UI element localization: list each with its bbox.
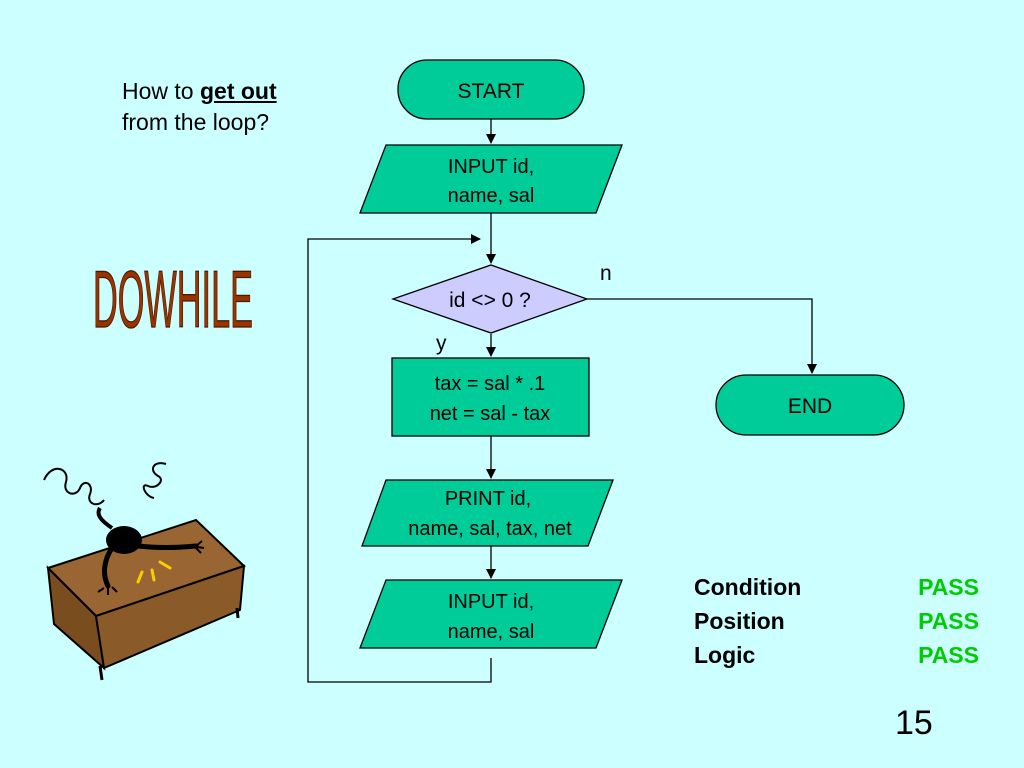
input2-line1: INPUT id, <box>448 591 534 613</box>
branch-no-label: n <box>600 262 612 285</box>
branch-yes-label: y <box>436 332 447 355</box>
start-terminator: START <box>397 59 585 120</box>
input-block-2: INPUT id, name, sal <box>359 579 623 649</box>
input1-line1: INPUT id, <box>448 156 534 178</box>
frustration-squiggle-left <box>43 468 105 506</box>
input1-line2: name, sal <box>448 185 535 207</box>
process-line2: net = sal - tax <box>430 403 551 425</box>
print-block: PRINT id, name, sal, tax, net <box>361 479 614 547</box>
process-block: tax = sal * .1 net = sal - tax <box>391 357 590 437</box>
result-status-logic: PASS <box>918 642 979 668</box>
input2-line2: name, sal <box>448 621 535 643</box>
question-prefix: How to <box>122 78 200 104</box>
frustrated-person-clipart <box>43 462 246 681</box>
result-label-logic: Logic <box>694 642 756 668</box>
result-label-position: Position <box>694 608 785 634</box>
result-status-position: PASS <box>918 608 979 634</box>
impact-marks <box>136 560 172 584</box>
end-terminator: END <box>715 374 905 436</box>
result-label-condition: Condition <box>694 574 802 600</box>
desk-side <box>94 564 246 670</box>
question-line2: from the loop? <box>122 109 270 135</box>
connector-decision-no-end <box>587 298 817 374</box>
end-label: END <box>788 395 832 418</box>
result-row: Condition PASS <box>694 570 979 604</box>
start-label: START <box>458 80 525 103</box>
result-status-condition: PASS <box>918 574 979 600</box>
results-panel: Condition PASS Position PASS Logic PASS <box>694 570 979 672</box>
decision-diamond: id <> 0 ? <box>391 264 589 334</box>
input-block-1: INPUT id, name, sal <box>359 144 623 214</box>
person-head <box>106 526 142 554</box>
flow-connectors <box>307 119 817 683</box>
result-row: Logic PASS <box>694 638 979 672</box>
question-text: How to get out from the loop? <box>122 76 277 138</box>
decision-label: id <> 0 ? <box>449 289 531 312</box>
frustration-squiggle-right <box>142 462 167 499</box>
print-line2: name, sal, tax, net <box>408 518 572 540</box>
result-row: Position PASS <box>694 604 979 638</box>
dowhile-wordart: DOWHILE <box>93 255 253 345</box>
connector-loop-back <box>307 234 492 683</box>
page-number: 15 <box>895 704 933 742</box>
person-arms <box>102 543 199 589</box>
question-emphasis: get out <box>199 78 277 104</box>
process-line1: tax = sal * .1 <box>435 373 546 395</box>
print-line1: PRINT id, <box>445 488 531 510</box>
